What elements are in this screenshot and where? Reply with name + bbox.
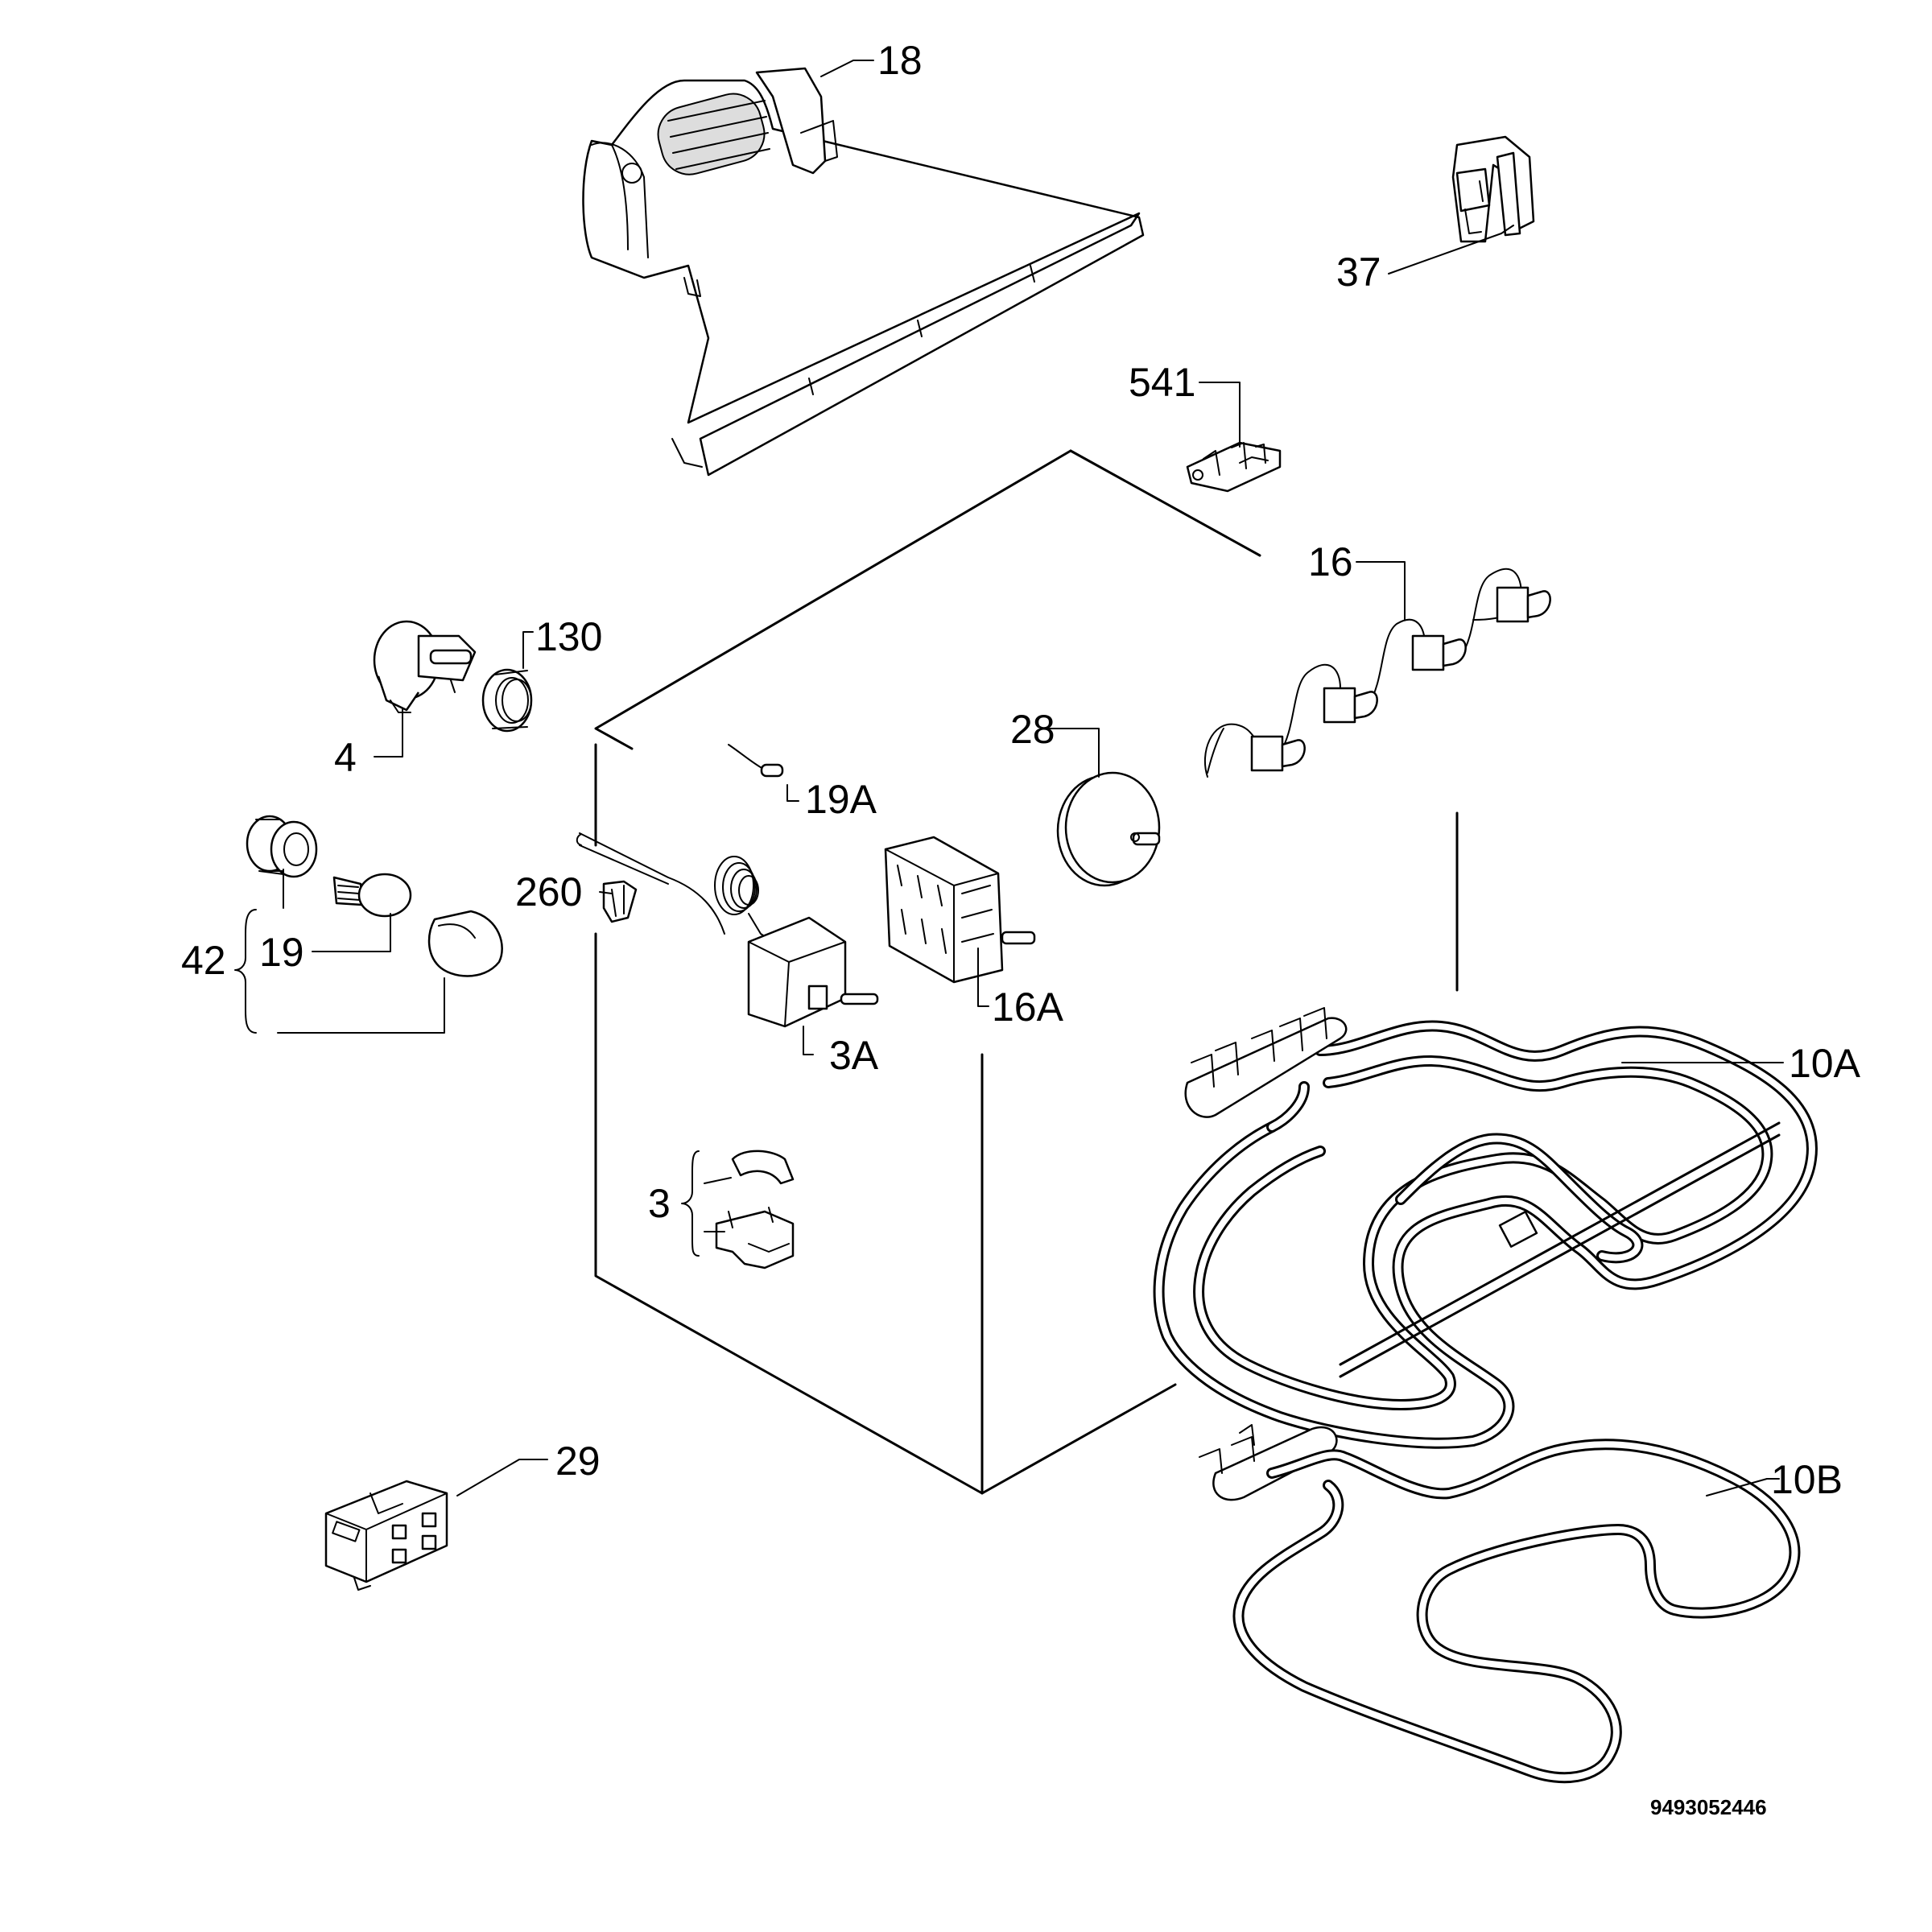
part-19-bulb bbox=[332, 873, 412, 918]
part-4-motor bbox=[373, 620, 477, 713]
part-42-lamp-cover bbox=[427, 910, 503, 977]
label-260: 260 bbox=[515, 869, 582, 914]
part-3-thermal-cutout bbox=[715, 1150, 795, 1269]
label-19a: 19A bbox=[805, 777, 877, 822]
part-130-ring bbox=[481, 668, 533, 733]
part-28-timer bbox=[1056, 771, 1161, 887]
part-37-switch-bracket bbox=[1451, 135, 1535, 243]
part-19a-indicator-lamp bbox=[728, 744, 784, 778]
switch-4 bbox=[1496, 586, 1551, 623]
label-4: 4 bbox=[334, 735, 357, 780]
switch-1 bbox=[1250, 735, 1306, 772]
label-19: 19 bbox=[259, 930, 304, 975]
part-29-connector-block bbox=[324, 1480, 448, 1591]
part-16-switch-harness bbox=[1203, 568, 1551, 778]
part-541-terminal-block bbox=[1186, 441, 1282, 493]
part-10b-bottom-element bbox=[1199, 1424, 1801, 1784]
label-28: 28 bbox=[1010, 707, 1055, 752]
oven-cavity-outline bbox=[594, 449, 1459, 1495]
leader-lines bbox=[234, 60, 1784, 1496]
label-37: 37 bbox=[1336, 250, 1381, 295]
label-16a: 16A bbox=[992, 985, 1064, 1030]
part-labels: 18 37 541 16 130 4 28 19A 260 42 19 16A … bbox=[181, 38, 1861, 1502]
label-3a: 3A bbox=[829, 1033, 879, 1078]
part-42-lamp-holder bbox=[246, 815, 318, 878]
label-42: 42 bbox=[181, 938, 226, 983]
label-130: 130 bbox=[535, 614, 602, 659]
label-10b: 10B bbox=[1771, 1457, 1843, 1502]
part-18-fan-cowling bbox=[582, 67, 1145, 477]
switch-2 bbox=[1323, 687, 1378, 724]
part-10a-grill-element bbox=[1153, 1007, 1818, 1449]
label-3: 3 bbox=[648, 1181, 671, 1226]
label-16: 16 bbox=[1308, 539, 1353, 584]
label-541: 541 bbox=[1129, 360, 1195, 405]
label-18: 18 bbox=[877, 38, 923, 83]
document-number: 9493052446 bbox=[1650, 1795, 1767, 1819]
part-260-clip bbox=[602, 880, 638, 923]
switch-3 bbox=[1411, 634, 1467, 671]
part-3a-thermostat bbox=[576, 832, 879, 1028]
label-10a: 10A bbox=[1789, 1041, 1861, 1086]
label-29: 29 bbox=[555, 1439, 601, 1484]
part-16a-selector-switch bbox=[884, 836, 1036, 984]
